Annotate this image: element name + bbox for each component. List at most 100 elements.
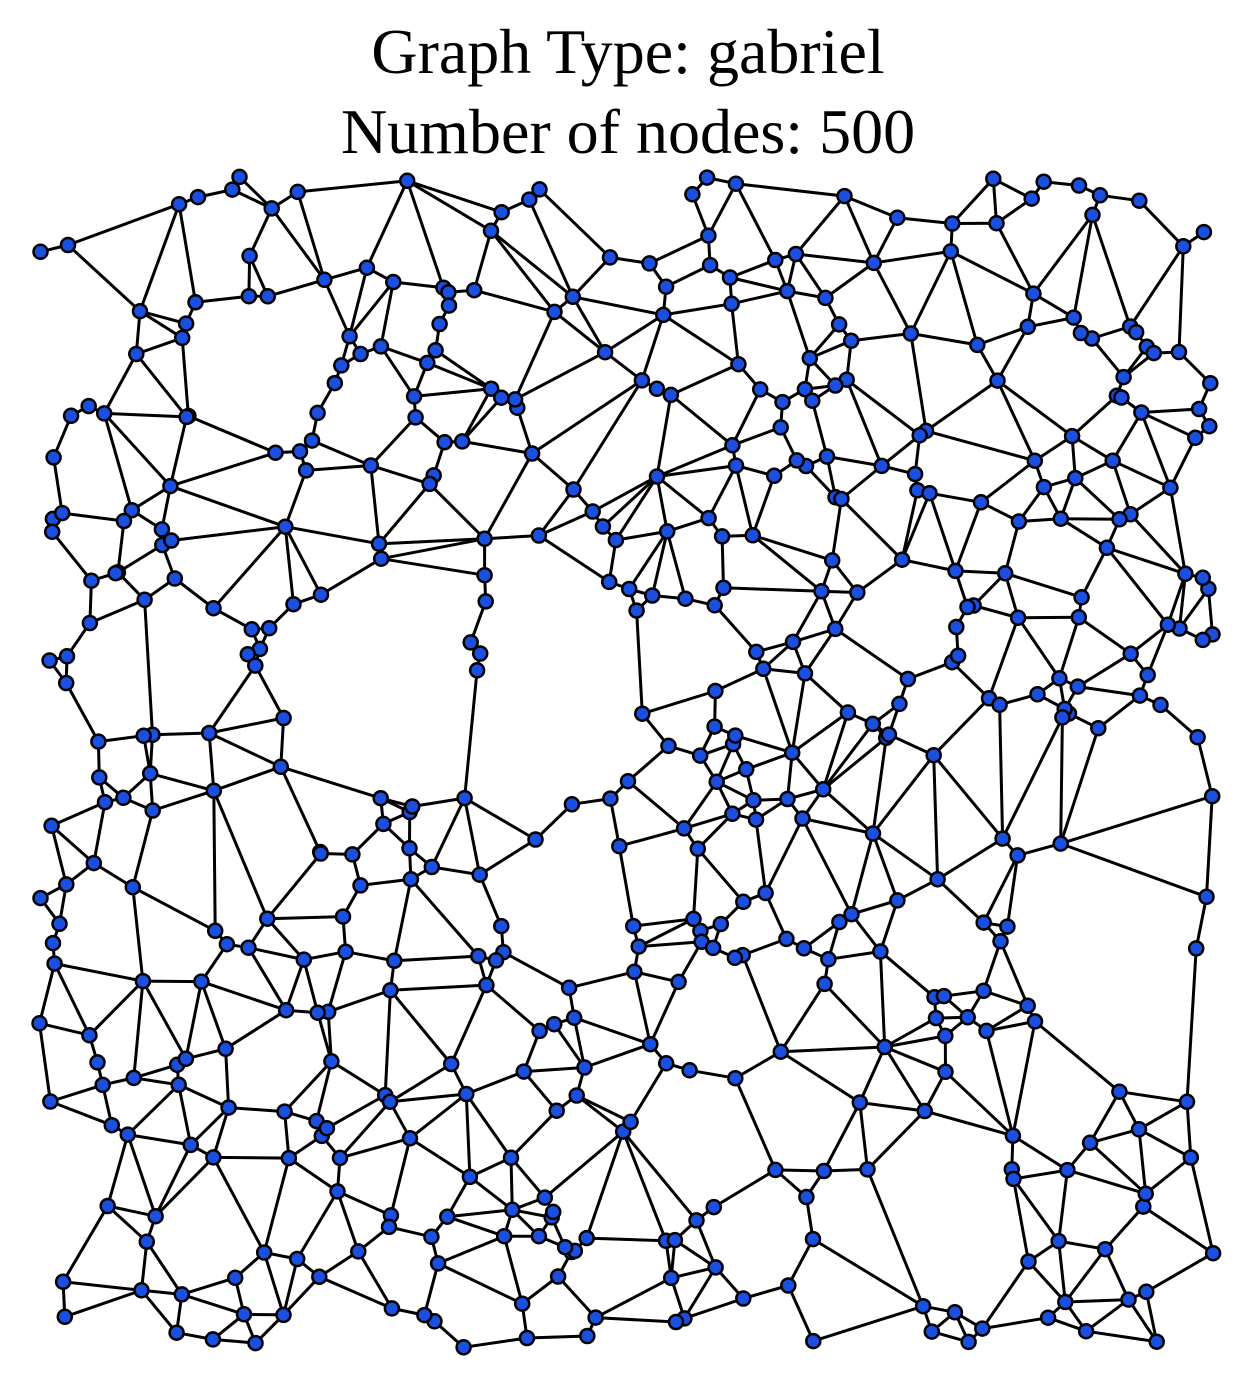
graph-node bbox=[455, 1339, 472, 1356]
graph-edge bbox=[447, 1208, 513, 1219]
graph-node bbox=[600, 573, 618, 591]
graph-edge bbox=[982, 940, 1002, 992]
graph-edge bbox=[713, 1168, 777, 1209]
graph-node bbox=[59, 236, 77, 254]
graph-edge bbox=[1013, 1168, 1068, 1181]
graph-node bbox=[255, 1244, 273, 1261]
graph-edge bbox=[117, 543, 164, 574]
graph-node bbox=[182, 1136, 199, 1154]
graph-edge bbox=[1144, 1156, 1192, 1195]
graph-edge bbox=[180, 337, 190, 417]
graph-node bbox=[46, 955, 63, 972]
graph-node bbox=[937, 1027, 954, 1045]
graph-node bbox=[891, 695, 908, 713]
graph-edge bbox=[1127, 1298, 1158, 1343]
graph-edge bbox=[465, 1070, 525, 1096]
graph-edge bbox=[463, 1336, 528, 1349]
graph-node bbox=[851, 1094, 869, 1111]
graph-edge bbox=[1003, 521, 1021, 574]
graph-node bbox=[1039, 1309, 1057, 1326]
graph-edge bbox=[692, 848, 700, 919]
graph-node bbox=[1052, 510, 1070, 527]
graph-node bbox=[530, 1227, 548, 1245]
graph-node bbox=[1194, 569, 1212, 587]
graph-node bbox=[655, 306, 672, 324]
graph-edge bbox=[648, 981, 680, 1045]
graph-node bbox=[1198, 888, 1215, 906]
graph-node bbox=[549, 1268, 567, 1285]
graph-edge bbox=[944, 1070, 1014, 1137]
graph-edge bbox=[873, 249, 952, 265]
graph-edge bbox=[850, 833, 875, 915]
graph-edge bbox=[522, 1070, 558, 1112]
graph-edge bbox=[571, 256, 612, 298]
graph-node bbox=[927, 1009, 945, 1027]
graph-node bbox=[344, 846, 361, 863]
graph-edge bbox=[53, 962, 91, 1036]
graph-edge bbox=[1027, 1260, 1067, 1304]
graph-edge bbox=[573, 1016, 651, 1046]
graph-node bbox=[1178, 1093, 1196, 1111]
graph-node bbox=[675, 820, 693, 837]
graph-edge bbox=[1141, 407, 1200, 414]
graph-edge bbox=[998, 704, 1005, 839]
graph-edge bbox=[409, 1092, 468, 1140]
graph-edge bbox=[434, 349, 493, 390]
graph-node bbox=[644, 587, 661, 604]
graph-node bbox=[1177, 565, 1194, 583]
graph-node bbox=[1131, 687, 1149, 704]
graph-node bbox=[476, 566, 493, 584]
graph-edge bbox=[370, 464, 431, 486]
graph-node bbox=[1111, 1083, 1128, 1100]
graph-edge bbox=[380, 557, 485, 577]
graph-edge bbox=[1089, 1141, 1147, 1195]
graph-node bbox=[795, 940, 813, 957]
graph-node bbox=[81, 1026, 98, 1044]
graph-edge bbox=[629, 1062, 668, 1123]
graph-edge bbox=[489, 229, 556, 313]
graph-edge bbox=[810, 400, 829, 457]
graph-edge bbox=[1016, 616, 1061, 680]
graph-node bbox=[765, 467, 783, 485]
graph-node bbox=[611, 837, 628, 855]
graph-edge bbox=[377, 482, 431, 545]
graph-node bbox=[1113, 389, 1130, 406]
graph-node bbox=[162, 477, 179, 495]
graph-node bbox=[726, 949, 744, 967]
graph-edge bbox=[181, 1276, 236, 1296]
graph-node bbox=[243, 621, 261, 638]
graph-node bbox=[423, 1228, 440, 1246]
graph-edge bbox=[1071, 394, 1118, 438]
graph-node bbox=[504, 1201, 521, 1219]
graph-edge bbox=[132, 885, 216, 933]
graph-edge bbox=[910, 332, 978, 347]
graph-node bbox=[994, 830, 1011, 847]
graph-edge bbox=[103, 412, 172, 488]
graph-node bbox=[107, 564, 124, 582]
graph-edge bbox=[552, 1023, 586, 1069]
graph-node bbox=[727, 457, 745, 474]
graph-edge bbox=[140, 1289, 178, 1334]
graph-node bbox=[193, 973, 210, 990]
graph-edge bbox=[858, 1046, 887, 1104]
graph-edge bbox=[509, 1109, 558, 1159]
graph-node bbox=[985, 170, 1002, 188]
graph-node bbox=[141, 765, 159, 782]
graph-edge bbox=[1059, 517, 1108, 550]
graph-edge bbox=[538, 510, 594, 537]
graph-node bbox=[329, 1183, 346, 1200]
graph-edge bbox=[790, 673, 807, 753]
graph-edge bbox=[731, 289, 788, 306]
graph-node bbox=[523, 445, 541, 462]
graph-edge bbox=[662, 313, 740, 366]
graph-edge bbox=[802, 817, 874, 835]
graph-edge bbox=[169, 484, 286, 529]
graph-node bbox=[153, 521, 171, 538]
graph-node bbox=[823, 552, 841, 569]
graph-edge bbox=[822, 788, 874, 835]
graph-node bbox=[937, 1063, 954, 1081]
graph-edge bbox=[413, 387, 492, 398]
graph-node bbox=[477, 593, 494, 610]
graph-edge bbox=[635, 610, 644, 714]
graph-node bbox=[439, 1208, 456, 1225]
